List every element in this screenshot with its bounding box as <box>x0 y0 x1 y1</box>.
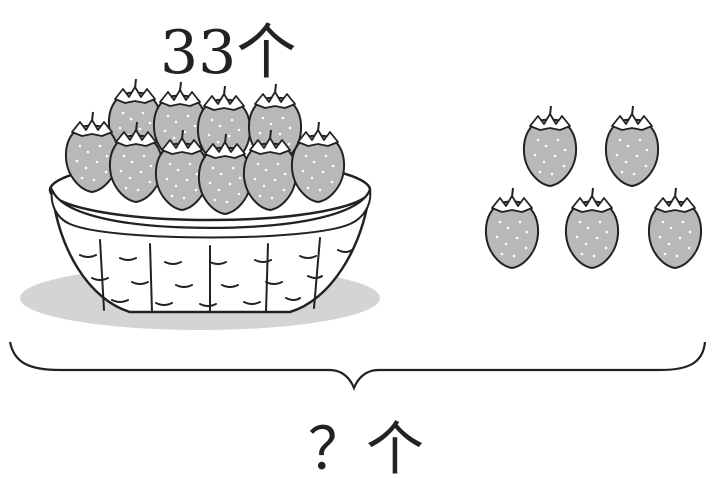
basket-weave <box>79 237 353 313</box>
strawberry <box>564 187 620 269</box>
total-count-label: ？个 <box>308 415 425 479</box>
strawberry <box>522 105 578 187</box>
strawberry <box>484 187 540 269</box>
basket-rim-front <box>50 186 372 239</box>
basket-count-label: 33个 <box>160 18 297 88</box>
total-brace <box>8 341 707 391</box>
strawberry <box>647 187 703 269</box>
loose-strawberries <box>484 105 703 269</box>
strawberry <box>604 105 660 187</box>
